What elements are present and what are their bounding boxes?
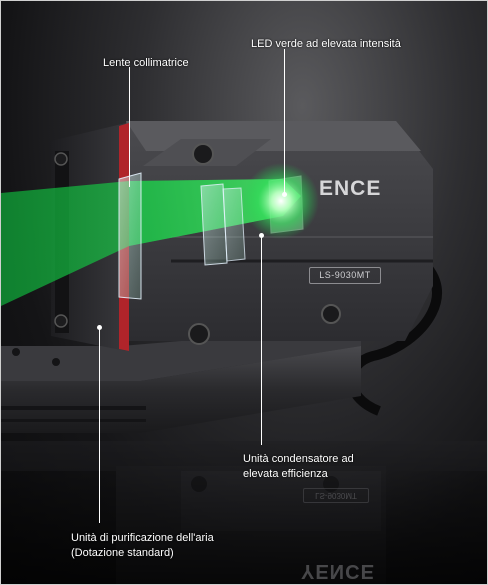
condenser-plate-2 [222, 187, 246, 262]
reflection-fade [1, 441, 487, 584]
mounting-rail [1, 331, 361, 433]
condenser-leader-line [261, 235, 262, 445]
label-condenser-line2: elevata efficienza [243, 468, 328, 480]
led-glow [243, 163, 319, 239]
label-air-purge-line1: Unità di purificazione dell'aria [71, 532, 214, 544]
led-leader-line [284, 49, 285, 194]
label-collimator-lens: Lente collimatrice [103, 57, 189, 69]
collimator-lens [118, 172, 142, 300]
brand-marking: ENCE [319, 177, 382, 200]
lens-leader-line [129, 67, 130, 187]
air-unit-leader-line [99, 327, 100, 523]
brand-marking-reflection: YENCE [301, 560, 375, 582]
label-condenser-line1: Unità condensatore ad [243, 453, 354, 465]
led-leader-dot [282, 192, 287, 197]
label-green-led: LED verde ad elevata intensità [251, 38, 401, 50]
condenser-leader-dot [259, 233, 264, 238]
condenser-plate-1 [200, 183, 228, 266]
air-unit-leader-dot [97, 325, 102, 330]
label-air-purge-line2: (Dotazione standard) [71, 547, 174, 559]
model-plate-reflection: LS-9030MT [303, 488, 369, 503]
model-plate: LS-9030MT [309, 267, 381, 284]
